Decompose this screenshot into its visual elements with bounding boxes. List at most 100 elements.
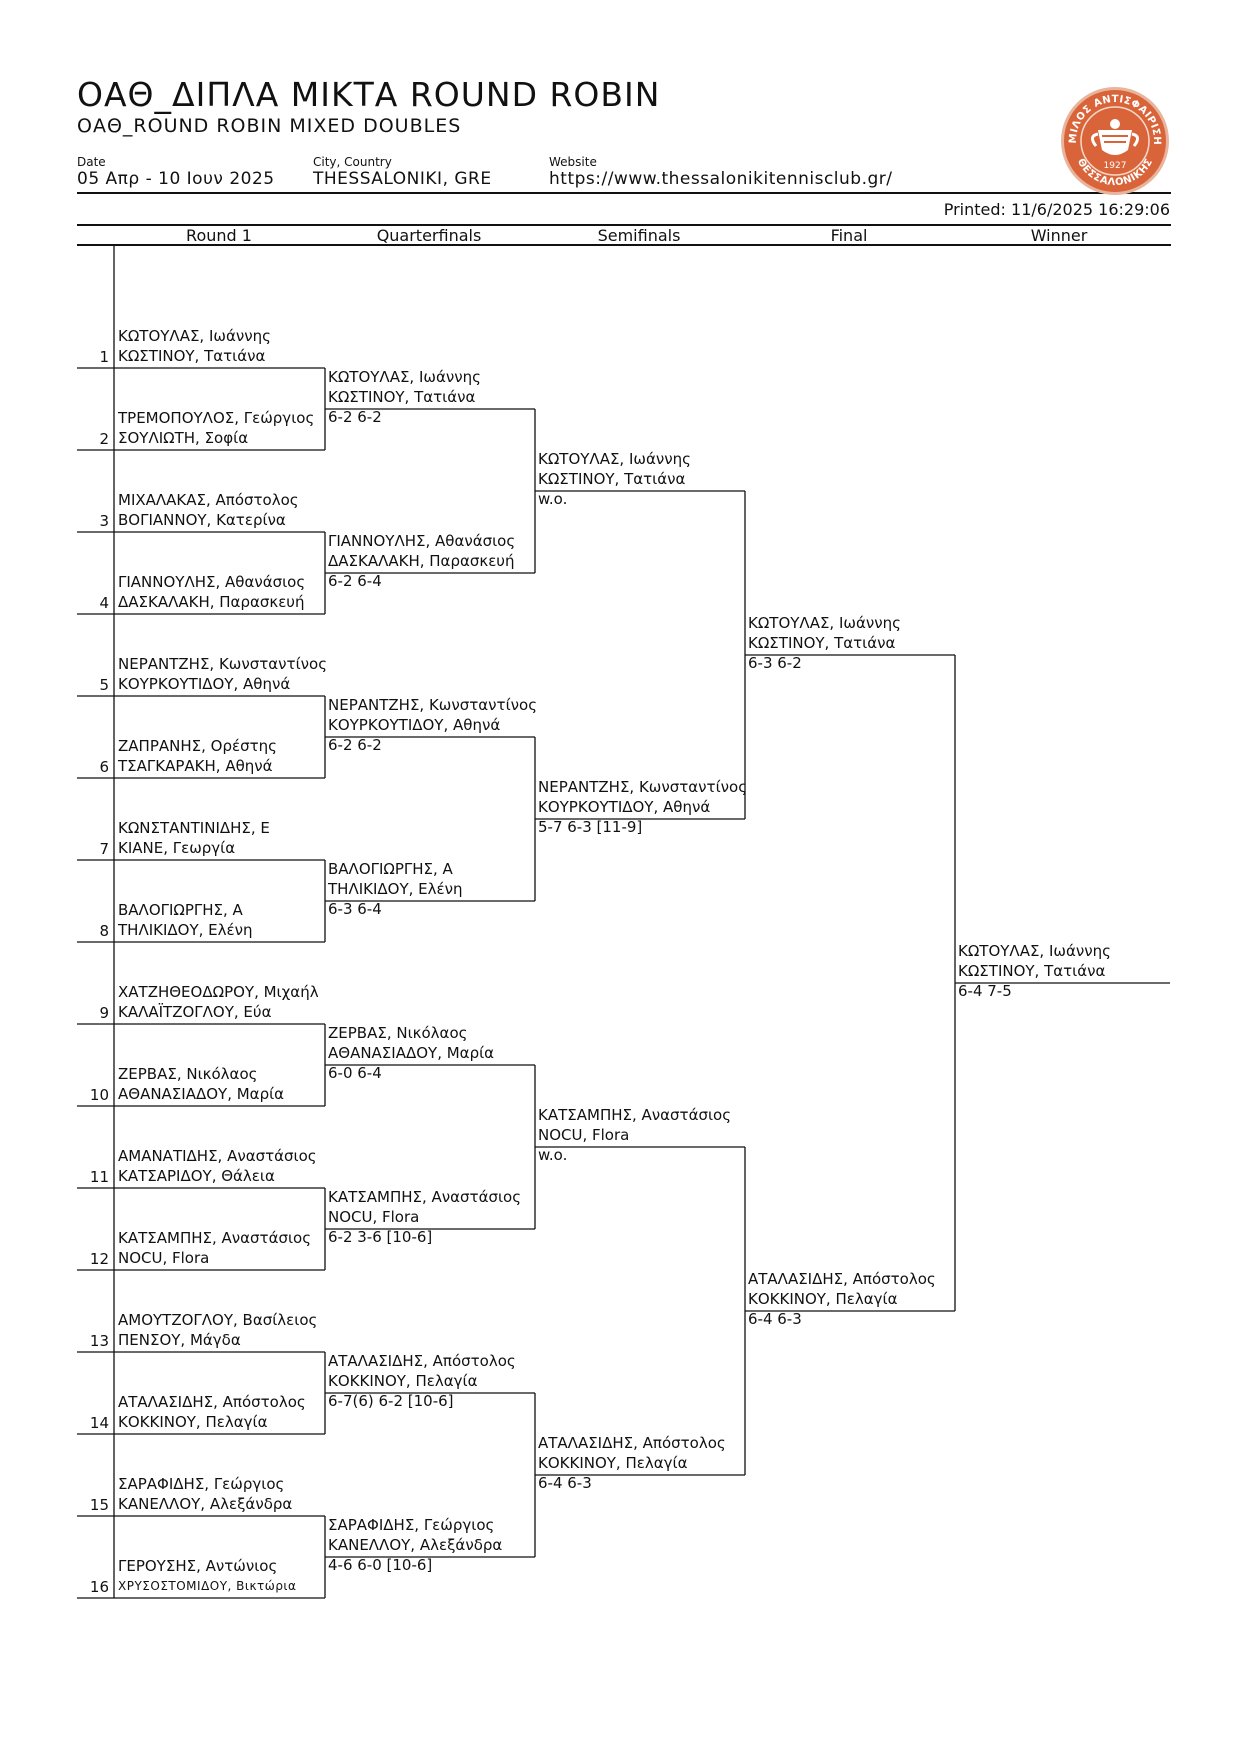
winner-player2: ΚΩΣΤΙΝΟΥ, Τατιάνα [958, 962, 1106, 980]
quarterfinals-player2: ΤΗΛΙΚΙΔΟΥ, Ελένη [328, 880, 463, 898]
quarterfinals-player2: NOCU, Flora [328, 1208, 420, 1226]
round1-player1: ΝΕΡΑΝΤΖΗΣ, Κωνσταντίνος [118, 655, 328, 673]
quarterfinals-player1: ΚΩΤΟΥΛΑΣ, Ιωάννης [328, 368, 481, 386]
seed-number: 2 [99, 430, 109, 448]
quarterfinals-player2: ΚΑΝΕΛΛΟΥ, Αλεξάνδρα [328, 1536, 503, 1554]
seed-number: 7 [99, 840, 109, 858]
quarterfinals-player1: ΝΕΡΑΝΤΖΗΣ, Κωνσταντίνος [328, 696, 538, 714]
round1-player2: ΚΑΤΣΑΡΙΔΟΥ, Θάλεια [118, 1167, 275, 1185]
quarterfinals-score: 6-2 6-2 [328, 736, 382, 754]
quarterfinals-player1: ΚΑΤΣΑΜΠΗΣ, Αναστάσιος [328, 1188, 522, 1206]
round-label-round1: Round 1 [186, 226, 252, 245]
printed-timestamp: Printed: 11/6/2025 16:29:06 [943, 200, 1170, 219]
round-label-winner: Winner [1030, 226, 1088, 245]
quarterfinals-player2: ΑΘΑΝΑΣΙΑΔΟΥ, Μαρία [328, 1044, 495, 1062]
logo-year: 1927 [1104, 161, 1127, 171]
seed-number: 8 [99, 922, 109, 940]
winner-player1: ΚΩΤΟΥΛΑΣ, Ιωάννης [958, 942, 1111, 960]
seed-number: 16 [89, 1578, 109, 1596]
quarterfinals-score: 6-2 6-2 [328, 408, 382, 426]
round1-player2: ΚΑΛΑΪΤΖΟΓΛΟΥ, Εύα [118, 1003, 272, 1021]
round-label-semifinals: Semifinals [597, 226, 681, 245]
quarterfinals-player1: ΖΕΡΒΑΣ, Νικόλαος [328, 1024, 468, 1042]
header-divider [77, 192, 1171, 194]
quarterfinals-player1: ΓΙΑΝΝΟΥΛΗΣ, Αθανάσιος [328, 532, 516, 550]
round1-player2: ΔΑΣΚΑΛΑΚΗ, Παρασκευή [118, 593, 305, 611]
semifinals-score: w.o. [538, 490, 568, 508]
date-value: 05 Απρ - 10 Ιουν 2025 [77, 169, 275, 189]
final-player2: ΚΟΚΚΙΝΟΥ, Πελαγία [748, 1290, 898, 1308]
page-title: ΟΑΘ_ΔΙΠΛΑ ΜΙΚΤΑ ROUND ROBIN [77, 75, 661, 114]
semifinals-player1: ΚΑΤΣΑΜΠΗΣ, Αναστάσιος [538, 1106, 732, 1124]
seed-number: 13 [89, 1332, 109, 1350]
semifinals-player2: NOCU, Flora [538, 1126, 630, 1144]
quarterfinals-score: 6-2 3-6 [10-6] [328, 1228, 433, 1246]
round1-player1: ΜΙΧΑΛΑΚΑΣ, Απόστολος [118, 491, 299, 509]
seed-number: 3 [99, 512, 109, 530]
semifinals-score: w.o. [538, 1146, 568, 1164]
seed-number: 9 [99, 1004, 109, 1022]
semifinals-score: 6-4 6-3 [538, 1474, 592, 1492]
quarterfinals-player2: ΔΑΣΚΑΛΑΚΗ, Παρασκευή [328, 552, 515, 570]
round1-player1: ΧΑΤΖΗΘΕΟΔΩΡΟΥ, Μιχαήλ [118, 983, 319, 1001]
round1-player2: ΠΕΝΣΟΥ, Μάγδα [118, 1331, 241, 1349]
seed-number: 5 [99, 676, 109, 694]
quarterfinals-score: 6-7(6) 6-2 [10-6] [328, 1392, 454, 1410]
round1-player2: ΚΩΣΤΙΝΟΥ, Τατιάνα [118, 347, 266, 365]
round1-player1: ΚΑΤΣΑΜΠΗΣ, Αναστάσιος [118, 1229, 312, 1247]
seed-number: 15 [89, 1496, 109, 1514]
quarterfinals-score: 6-0 6-4 [328, 1064, 382, 1082]
seed-number: 12 [89, 1250, 109, 1268]
round1-player1: ΖΑΠΡΑΝΗΣ, Ορέστης [118, 737, 277, 755]
round1-player2: ΤΗΛΙΚΙΔΟΥ, Ελένη [118, 921, 253, 939]
round1-player1: ΖΕΡΒΑΣ, Νικόλαος [118, 1065, 258, 1083]
seed-number: 6 [99, 758, 109, 776]
round-label-final: Final [830, 226, 868, 245]
semifinals-player1: ΚΩΤΟΥΛΑΣ, Ιωάννης [538, 450, 691, 468]
date-label: Date [77, 155, 106, 169]
semifinals-score: 5-7 6-3 [11-9] [538, 818, 643, 836]
final-player1: ΚΩΤΟΥΛΑΣ, Ιωάννης [748, 614, 901, 632]
round1-player1: ΓΕΡΟΥΣΗΣ, Αντώνιος [118, 1557, 278, 1575]
website-link[interactable]: https://www.thessalonikitennisclub.gr/ [549, 169, 893, 189]
quarterfinals-player1: ΒΑΛΟΓΙΩΡΓΗΣ, Α [328, 860, 453, 878]
city-label: City, Country [313, 155, 392, 169]
semifinals-player2: ΚΩΣΤΙΝΟΥ, Τατιάνα [538, 470, 686, 488]
round1-player2: NOCU, Flora [118, 1249, 210, 1267]
round1-player1: ΒΑΛΟΓΙΩΡΓΗΣ, Α [118, 901, 243, 919]
round1-player2: ΑΘΑΝΑΣΙΑΔΟΥ, Μαρία [118, 1085, 285, 1103]
website-label: Website [549, 155, 597, 169]
semifinals-player1: ΝΕΡΑΝΤΖΗΣ, Κωνσταντίνος [538, 778, 748, 796]
logo-inner-ring [1080, 106, 1150, 176]
round1-player1: ΑΜΑΝΑΤΙΔΗΣ, Αναστάσιος [118, 1147, 317, 1165]
rounds-divider-bottom [77, 244, 1171, 246]
final-player1: ΑΤΑΛΑΣΙΔΗΣ, Απόστολος [748, 1270, 936, 1288]
round1-player2: ΣΟΥΛΙΩΤΗ, Σοφία [118, 429, 249, 447]
round1-player1: ΚΩΤΟΥΛΑΣ, Ιωάννης [118, 327, 271, 345]
page-subtitle: ΟΑΘ_ROUND ROBIN MIXED DOUBLES [77, 115, 462, 137]
rounds-divider-top [77, 224, 1171, 226]
seed-number: 11 [89, 1168, 109, 1186]
round1-player2: ΒΟΓΙΑΝΝΟΥ, Κατερίνα [118, 511, 286, 529]
round1-player1: ΤΡΕΜΟΠΟΥΛΟΣ, Γεώργιος [118, 409, 315, 427]
round1-player2: ΚΙΑΝΕ, Γεωργία [118, 839, 236, 857]
final-player2: ΚΩΣΤΙΝΟΥ, Τατιάνα [748, 634, 896, 652]
semifinals-player2: ΚΟΥΡΚΟΥΤΙΔΟΥ, Αθηνά [538, 798, 711, 816]
quarterfinals-score: 4-6 6-0 [10-6] [328, 1556, 433, 1574]
round1-player2: ΧΡΥΣΟΣΤΟΜΙΔΟΥ, Βικτώρια [118, 1579, 297, 1593]
quarterfinals-player2: ΚΟΥΡΚΟΥΤΙΔΟΥ, Αθηνά [328, 716, 501, 734]
seed-number: 4 [99, 594, 109, 612]
round1-player1: ΑΜΟΥΤΖΟΓΛΟΥ, Βασίλειος [118, 1311, 318, 1329]
bracket-lines [77, 246, 1170, 1599]
quarterfinals-player1: ΣΑΡΑΦΙΔΗΣ, Γεώργιος [328, 1516, 495, 1534]
semifinals-player1: ΑΤΑΛΑΣΙΔΗΣ, Απόστολος [538, 1434, 726, 1452]
round1-player2: ΚΟΚΚΙΝΟΥ, Πελαγία [118, 1413, 268, 1431]
round1-player1: ΑΤΑΛΑΣΙΔΗΣ, Απόστολος [118, 1393, 306, 1411]
round1-player2: ΚΑΝΕΛΛΟΥ, Αλεξάνδρα [118, 1495, 293, 1513]
quarterfinals-score: 6-2 6-4 [328, 572, 382, 590]
quarterfinals-player1: ΑΤΑΛΑΣΙΔΗΣ, Απόστολος [328, 1352, 516, 1370]
club-logo: ΟΜΙΛΟΣ ΑΝΤΙΣΦΑΙΡΙΣΗΣ ΘΕΣΣΑΛΟΝΙΚΗΣ 1927 [1060, 86, 1169, 195]
winner-score: 6-4 7-5 [958, 982, 1012, 1000]
round-label-quarterfinals: Quarterfinals [376, 226, 482, 245]
